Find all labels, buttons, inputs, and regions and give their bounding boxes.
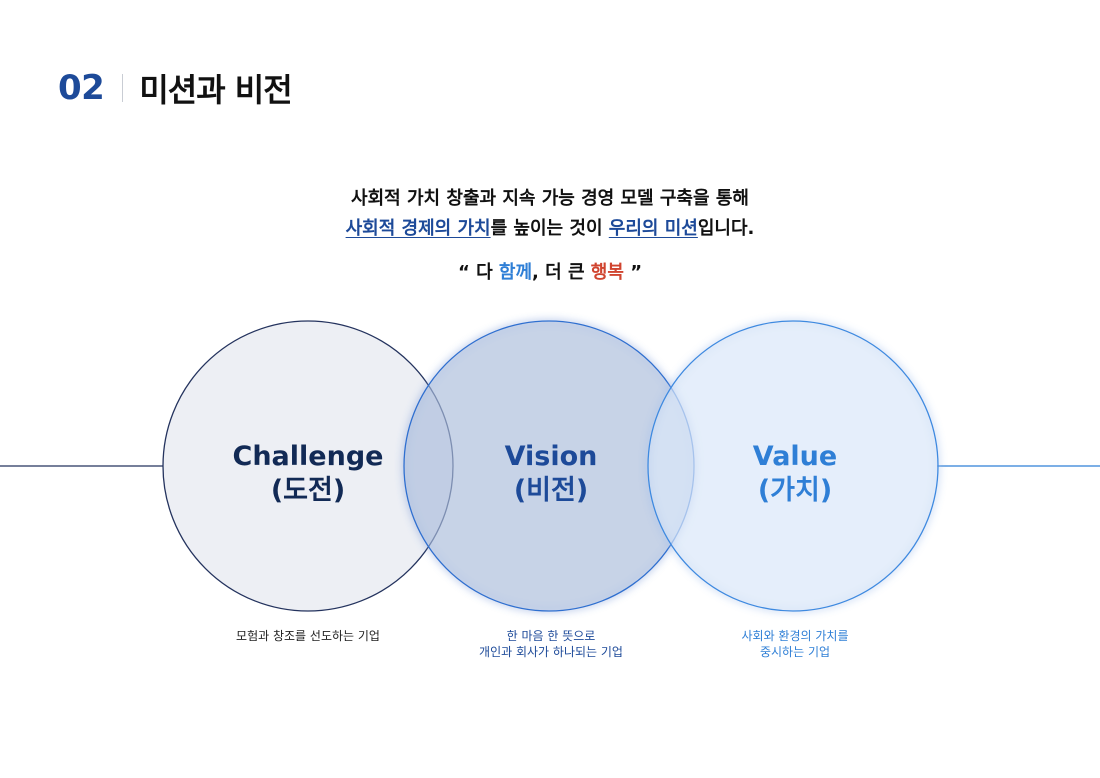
value-title: Value xyxy=(752,441,838,472)
venn-diagram xyxy=(0,320,1100,612)
mission-highlight-our-mission: 우리의 미션 xyxy=(608,218,698,239)
value-circle xyxy=(647,320,939,612)
section-number: 02 xyxy=(58,68,105,108)
vision-title: Vision xyxy=(504,441,598,472)
vision-description: 한 마음 한 뜻으로 개인과 회사가 하나되는 기업 xyxy=(431,628,671,660)
mission-line-1: 사회적 가치 창출과 지속 가능 경영 모델 구축을 통해 xyxy=(351,188,749,209)
value-desc-line-1: 사회와 환경의 가치를 xyxy=(741,629,849,643)
mission-text-2: 입니다. xyxy=(697,218,755,239)
value-desc-line-2: 중시하는 기업 xyxy=(759,645,831,659)
value-label: Value (가치) xyxy=(675,440,915,508)
mission-highlight-social-value: 사회적 경제의 가치 xyxy=(345,218,491,239)
vision-desc-line-1: 한 마음 한 뜻으로 xyxy=(506,629,596,643)
section-header: 02 미션과 비전 xyxy=(58,66,293,110)
vision-desc-line-2: 개인과 회사가 하나되는 기업 xyxy=(479,645,623,659)
header-divider xyxy=(122,74,124,102)
challenge-description: 모험과 창조를 선도하는 기업 xyxy=(188,628,428,644)
challenge-label: Challenge (도전) xyxy=(188,440,428,508)
mission-line-2: 사회적 경제의 가치를 높이는 것이 우리의 미션입니다. xyxy=(0,214,1100,240)
challenge-title: Challenge xyxy=(232,441,384,472)
mission-text-1: 를 높이는 것이 xyxy=(490,218,609,239)
challenge-desc-line: 모험과 창조를 선도하는 기업 xyxy=(236,629,380,643)
slogan-together: 함께 xyxy=(498,262,533,283)
slogan-middle: , 더 큰 xyxy=(532,262,591,283)
slogan-happiness: 행복 xyxy=(590,262,624,283)
page-title: 미션과 비전 xyxy=(139,71,292,109)
slogan-close: ” xyxy=(623,262,643,283)
vision-subtitle: (비전) xyxy=(513,475,589,506)
vision-label: Vision (비전) xyxy=(431,440,671,508)
slogan-open: “ 다 xyxy=(457,262,499,283)
challenge-subtitle: (도전) xyxy=(270,475,346,506)
slogan: “ 다 함께, 더 큰 행복 ” xyxy=(0,258,1100,284)
value-subtitle: (가치) xyxy=(757,475,833,506)
value-description: 사회와 환경의 가치를 중시하는 기업 xyxy=(675,628,915,660)
